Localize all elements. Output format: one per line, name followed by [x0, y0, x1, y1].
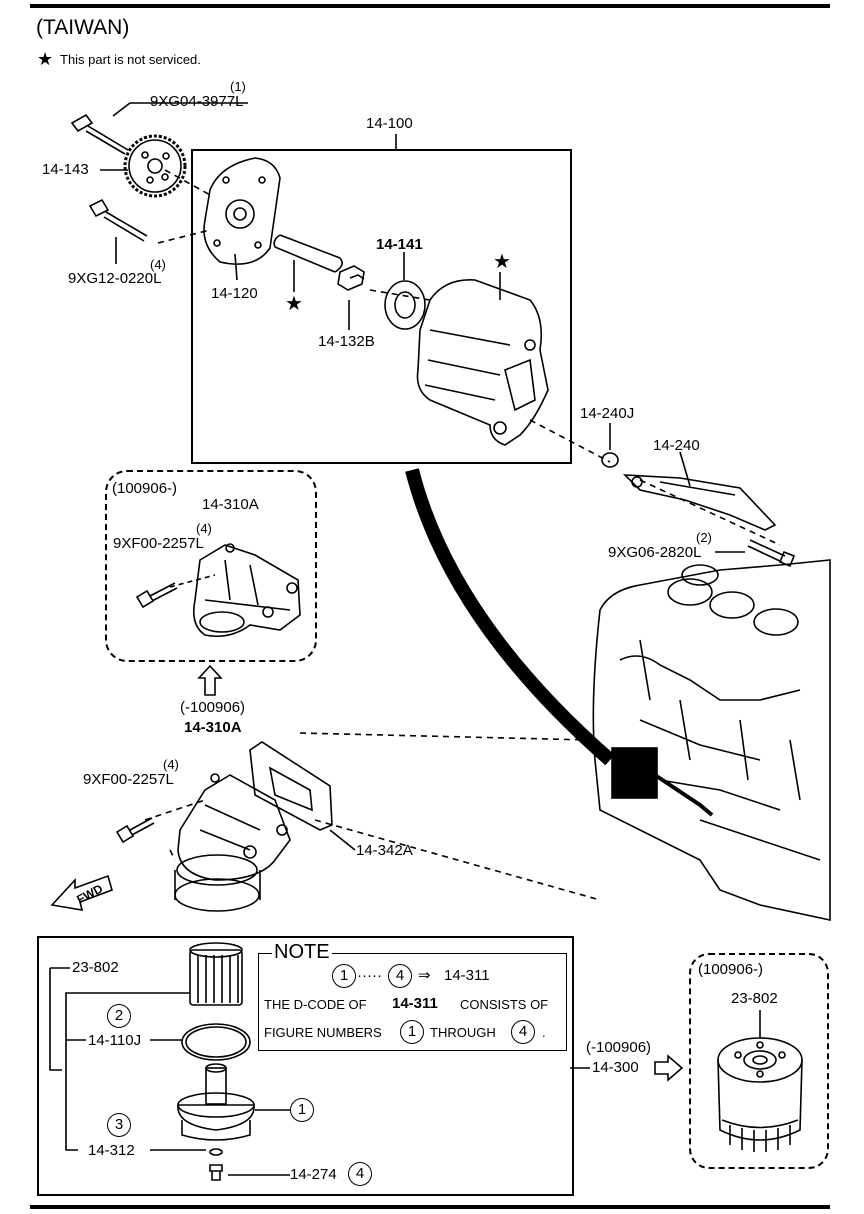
note-range-to: 4: [388, 964, 412, 988]
oil-pump-14-100-label: 14-100: [366, 115, 413, 132]
note-title: NOTE: [272, 941, 332, 963]
star-icon: ★: [37, 49, 54, 69]
oring-14-312-label: 14-312: [88, 1142, 135, 1159]
figure-number-3: 3: [107, 1113, 131, 1137]
figure-number-2: 2: [107, 1004, 131, 1028]
inset-oil-filter-cartridge-new: [689, 953, 829, 1169]
note-line2-code: 14-311: [392, 995, 438, 1012]
oil-pump-assembly-box: [191, 149, 572, 464]
inset1-date: (100906-): [112, 480, 178, 497]
lower-bolt-qty: (4): [163, 757, 179, 772]
bolt-9xg12-qty: (4): [150, 257, 166, 272]
note-range-from: 1: [332, 964, 356, 988]
element-23-802-label: 23-802: [72, 959, 119, 976]
figure-number-4: 4: [348, 1162, 372, 1186]
bolt-9xg04-label: 9XG04-3977L: [150, 93, 244, 110]
bolt-9xg06-qty: (2): [696, 530, 712, 545]
star-icon: ★: [493, 251, 511, 273]
not-serviced-note: This part is not serviced.: [60, 52, 201, 67]
inset-oil-filter-body-new: [105, 470, 317, 662]
note-arrow: ⇒: [418, 967, 431, 984]
bolt-9xg04-qty: (1): [230, 79, 246, 94]
note-range-dots: ·····: [357, 967, 382, 984]
lower-bolt-label: 9XF00-2257L: [83, 771, 174, 788]
note-line3-end: .: [542, 1025, 546, 1040]
note-box: [258, 953, 567, 1051]
region-title: (TAIWAN): [36, 16, 130, 39]
note-line3-n4: 4: [511, 1020, 535, 1044]
lower-date: (-100906): [180, 699, 246, 716]
inset2-date: (100906-): [698, 961, 764, 978]
filter-14-300-date: (-100906): [586, 1039, 652, 1056]
leader-14-240: [679, 451, 691, 487]
drain-14-274-label: 14-274: [290, 1166, 337, 1183]
lower-part-label: 14-310A: [184, 719, 242, 736]
inset1-part-label: 14-310A: [202, 496, 259, 513]
star-icon: ★: [285, 293, 303, 315]
bottom-rule: [30, 1205, 830, 1209]
top-rule: [30, 4, 830, 8]
sprocket-14-143-label: 14-143: [42, 161, 89, 178]
bolt-9xg06-label: 9XG06-2820L: [608, 544, 702, 561]
figure-number-1: 1: [290, 1098, 314, 1122]
strainer-14-240-label: 14-240: [653, 437, 700, 454]
note-line2-a: THE D-CODE OF: [264, 997, 367, 1012]
rotor-14-132b-label: 14-132B: [318, 333, 375, 350]
inset1-bolt-qty: (4): [196, 521, 212, 536]
bolt-9xg12-label: 9XG12-0220L: [68, 270, 162, 287]
note-line2-c: CONSISTS OF: [460, 997, 549, 1012]
oring-14-240j-label: 14-240J: [580, 405, 635, 422]
note-target: 14-311: [444, 967, 490, 984]
cover-14-120-label: 14-120: [211, 285, 258, 302]
gasket-14-342a-label: 14-342A: [356, 842, 413, 859]
note-line3-b: THROUGH: [430, 1025, 496, 1040]
note-line3-n1: 1: [400, 1020, 424, 1044]
note-line3-a: FIGURE NUMBERS: [264, 1025, 382, 1040]
inset1-bolt-label: 9XF00-2257L: [113, 535, 204, 552]
filter-14-300-label: 14-300: [592, 1059, 639, 1076]
oil-filter-assembly-box: [37, 936, 574, 1196]
oring-14-110j-label: 14-110J: [88, 1032, 142, 1049]
rotor-14-141-label: 14-141: [376, 236, 423, 253]
inset2-part-label: 23-802: [731, 990, 778, 1007]
leader-14-120: [234, 253, 238, 281]
leader-9xg04: [112, 102, 248, 117]
